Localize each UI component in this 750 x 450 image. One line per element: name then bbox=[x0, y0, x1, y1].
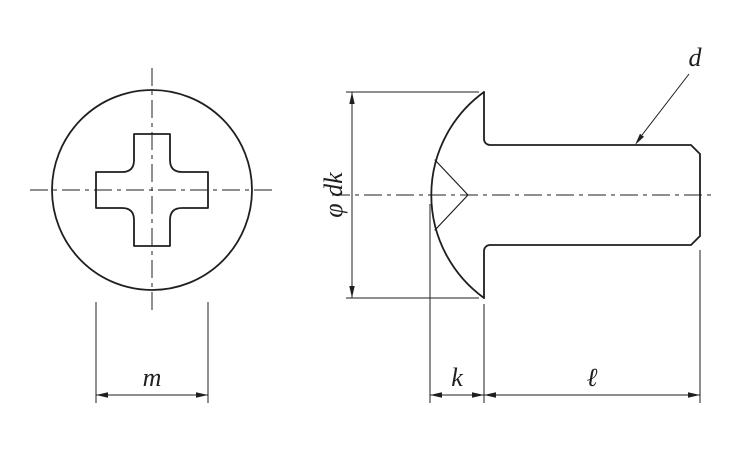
dk-arrow-top bbox=[349, 92, 355, 104]
dim-label-m: m bbox=[143, 363, 162, 392]
phillips-recess-cross bbox=[95, 133, 209, 247]
front-view bbox=[30, 68, 276, 403]
stroke-layer bbox=[30, 68, 714, 403]
truss-head-dome-outline bbox=[430, 91, 485, 299]
dim-label-d: d bbox=[689, 43, 703, 72]
k-arrow-right bbox=[472, 392, 484, 398]
head-outline-circle bbox=[51, 89, 253, 291]
dim-label-dk: φ dk bbox=[319, 172, 348, 218]
dim-label-k: k bbox=[451, 363, 463, 392]
dk-arrow-bottom bbox=[349, 286, 355, 298]
m-arrow-left bbox=[96, 392, 108, 398]
length-arrow-left bbox=[484, 392, 496, 398]
k-arrow-left bbox=[430, 392, 442, 398]
d-leader-line bbox=[641, 73, 690, 136]
length-arrow-right bbox=[688, 392, 700, 398]
recess-profile-lower-arc bbox=[434, 194, 469, 231]
side-view bbox=[332, 73, 714, 403]
dim-label-length: ℓ bbox=[587, 363, 598, 392]
m-arrow-right bbox=[196, 392, 208, 398]
fill-layer: m φ dk k ℓ d bbox=[96, 43, 703, 398]
recess-profile-upper-arc bbox=[434, 159, 469, 196]
d-leader-arrow bbox=[635, 133, 644, 145]
head-bearing-face-and-shank-outline bbox=[483, 91, 701, 299]
